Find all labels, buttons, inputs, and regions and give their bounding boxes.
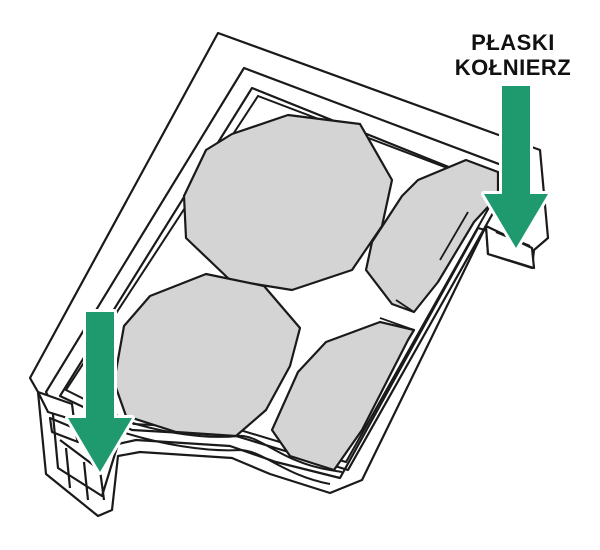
pad-top-left [182, 113, 394, 292]
down-arrow-icon [65, 309, 135, 475]
down-arrow-icon [481, 83, 551, 251]
pad-bottom-right [270, 320, 416, 472]
label-line-2: KOŁNIERZ [454, 55, 572, 80]
label-line-1: PŁASKI [471, 30, 555, 55]
tray-front-edge [117, 417, 343, 473]
left-flange [36, 390, 106, 501]
flat-flange-label: PŁASKI KOŁNIERZ [438, 30, 588, 80]
pads [112, 113, 500, 472]
pad-top-right [364, 158, 500, 314]
